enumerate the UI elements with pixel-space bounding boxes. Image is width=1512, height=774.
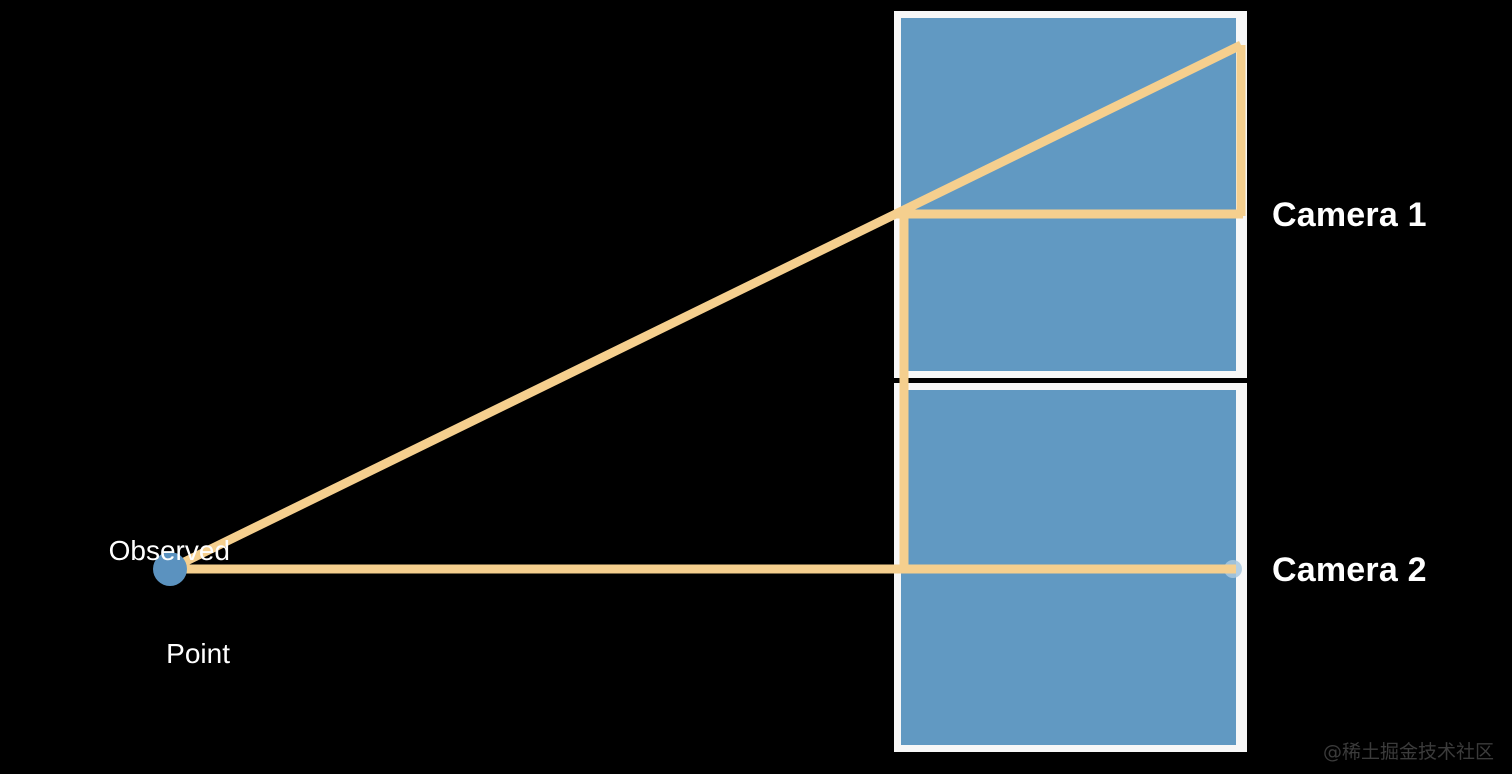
observed-point-label: Observed Point [60, 466, 230, 739]
camera2-label: Camera 2 [1272, 551, 1427, 589]
observed-point-marker [153, 552, 187, 586]
observed-point-marker-group [153, 552, 187, 586]
camera1-label: Camera 1 [1272, 196, 1427, 234]
watermark-text: @稀土掘金技术社区 [1322, 741, 1494, 763]
ray-lines-group [168, 40, 1246, 574]
observed-point-label-line2: Point [166, 637, 230, 669]
ray-to-camera1 [168, 40, 1243, 574]
observed-point-label-line1: Observed [108, 535, 230, 567]
